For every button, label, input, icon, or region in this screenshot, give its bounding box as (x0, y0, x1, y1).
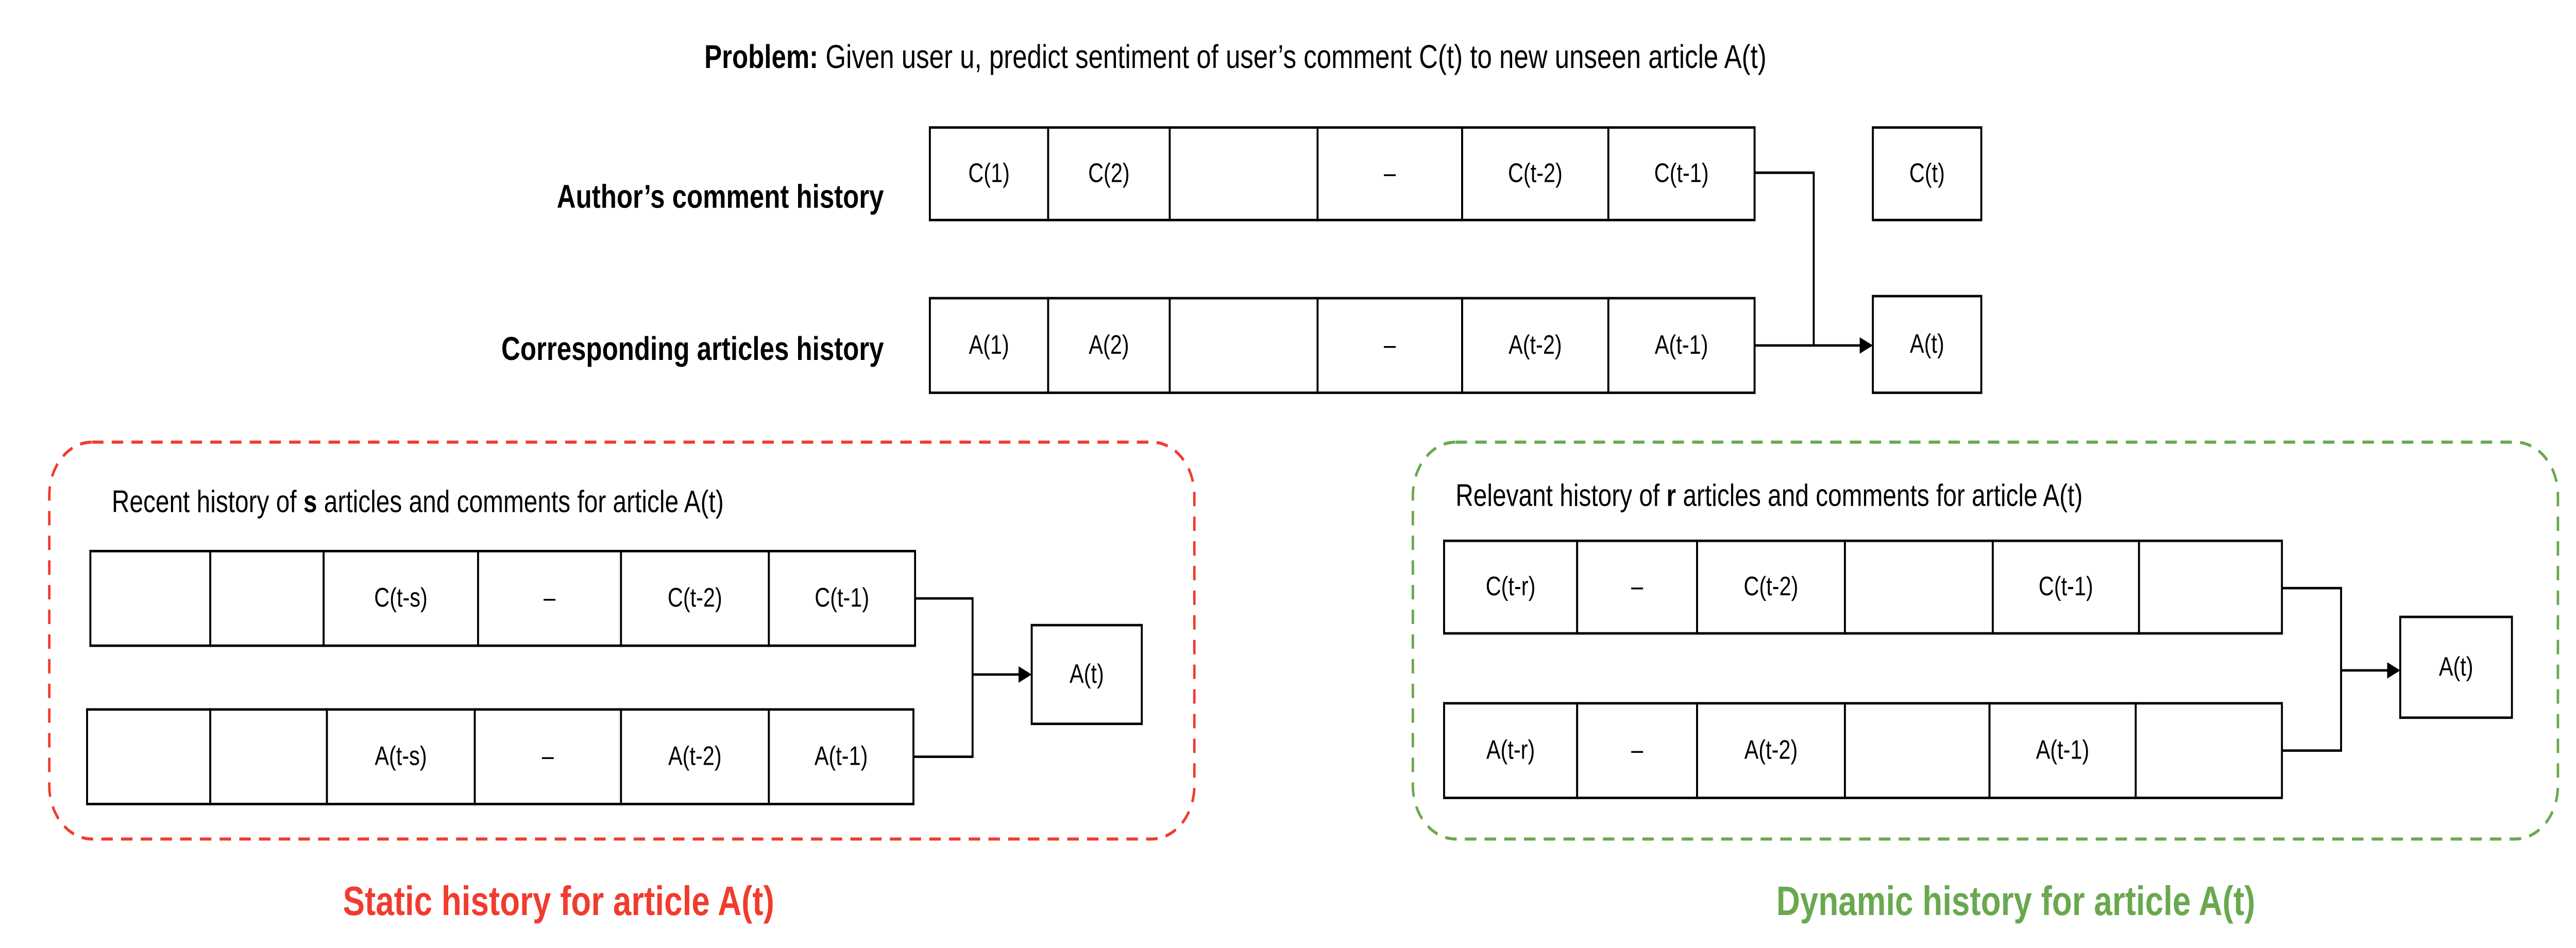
dynamic-article-cell-label: – (1631, 734, 1643, 765)
static-article-cell-label: – (542, 740, 554, 771)
dynamic-comment-cell (1443, 539, 1579, 635)
dynamic-article-cell (1844, 702, 1991, 799)
article-cell (1461, 297, 1609, 394)
dynamic-comment-cell-label: C(t-2) (1744, 571, 1799, 601)
dynamic-article-cell-label: A(t-1) (2036, 734, 2090, 765)
static-heading-var: s (303, 485, 317, 519)
comment-cell (928, 126, 1049, 221)
dynamic-heading-post: articles and comments for article A(t) (1676, 478, 2082, 512)
static-article-cell-label: A(t-s) (375, 740, 427, 771)
static-heading-pre: Recent history of (112, 485, 303, 519)
dynamic-heading-pre: Relevant history of (1455, 478, 1666, 512)
static-target-box-label: A(t) (1070, 658, 1104, 688)
static-comment-cell (89, 549, 212, 647)
comment-cell-label: C(t-1) (1654, 158, 1709, 188)
comment-cell (1607, 126, 1756, 221)
dynamic-comment-cell (2138, 539, 2283, 635)
article-cell (1047, 297, 1171, 394)
static-article-cell (326, 708, 476, 805)
dynamic-comment-cell (1576, 539, 1698, 635)
comment-history-label: Author’s comment history (557, 179, 884, 215)
dynamic-comment-cell-label: – (1631, 571, 1643, 601)
target-comment-box-label: C(t) (1909, 158, 1945, 188)
target-article-box-label: A(t) (1910, 328, 1944, 358)
problem-title: Problem: Given user u, predict sentiment… (704, 39, 1767, 75)
dynamic-history-panel (1411, 440, 2560, 841)
static-caption: Static history for article A(t) (343, 878, 774, 924)
dynamic-heading-var: r (1667, 478, 1676, 512)
static-comment-cell (209, 549, 325, 647)
article-cell (928, 297, 1049, 394)
comment-cell (1047, 126, 1171, 221)
dynamic-article-cell-label: A(t-r) (1486, 734, 1535, 765)
comment-cell-label: C(1) (968, 158, 1010, 188)
static-comment-cell (768, 549, 917, 647)
static-target-box (1030, 624, 1143, 726)
dynamic-comment-cell-label: C(t-1) (2039, 571, 2093, 601)
problem-label: Problem: (704, 39, 818, 75)
comment-cell-label: C(t-2) (1508, 158, 1563, 188)
dynamic-target-box-label: A(t) (2439, 651, 2473, 681)
static-article-cell-label: A(t-1) (815, 740, 868, 771)
article-cell-label: A(2) (1089, 329, 1129, 359)
dynamic-article-cell-label: A(t-2) (1744, 734, 1798, 765)
article-cell-label: A(t-1) (1655, 329, 1708, 359)
history-rows: C(1) C(2) – C(t-2) C(t-1) A(1) A(2) – A(t-2) A(t-… (86, 126, 2513, 805)
article-cell (1607, 297, 1756, 394)
problem-text: Given user u, predict sentiment of user’… (818, 39, 1767, 75)
connector-line (1754, 171, 1815, 346)
static-comment-cell-label: C(t-s) (374, 582, 428, 613)
target-article-box (1872, 295, 1982, 394)
dynamic-comment-cell-label: C(t-r) (1486, 571, 1536, 601)
dynamic-article-cell (1988, 702, 2137, 799)
article-history-label: Corresponding articles history (501, 331, 884, 367)
connector-line (913, 597, 974, 759)
static-comment-cell (477, 549, 622, 647)
comment-cell (1168, 126, 1319, 221)
article-cell-label: A(t-2) (1509, 329, 1562, 359)
comment-cell (1316, 126, 1463, 221)
dynamic-article-cell (1576, 702, 1698, 799)
dynamic-heading: Relevant history of r articles and comme… (1455, 478, 2082, 512)
static-article-cell (620, 708, 770, 805)
static-heading-post: articles and comments for article A(t) (317, 485, 724, 519)
article-cell-label: – (1384, 329, 1396, 359)
comment-cell-label: – (1384, 158, 1396, 188)
dynamic-caption: Dynamic history for article A(t) (1776, 878, 2256, 924)
static-heading: Recent history of s articles and comment… (112, 485, 724, 519)
dynamic-article-cell (1696, 702, 1846, 799)
static-article-cell (768, 708, 914, 805)
static-comment-cell (323, 549, 479, 647)
article-cell (1168, 297, 1319, 394)
comment-cell-label: C(2) (1088, 158, 1130, 188)
article-cell-label: A(1) (969, 329, 1009, 359)
static-comment-cell-label: C(t-1) (815, 582, 869, 613)
static-comment-cell-label: – (544, 582, 556, 613)
static-article-cell-label: A(t-2) (668, 740, 722, 771)
static-article-cell (209, 708, 328, 805)
dynamic-target-box (2399, 615, 2513, 719)
article-cell (1316, 297, 1463, 394)
dynamic-comment-cell (1992, 539, 2140, 635)
static-article-cell (473, 708, 622, 805)
connector-line (2282, 587, 2342, 752)
static-comment-cell-label: C(t-2) (668, 582, 722, 613)
static-history-panel (48, 440, 1196, 841)
dynamic-article-cell (2134, 702, 2283, 799)
dynamic-comment-cell (1844, 539, 1994, 635)
static-article-cell (86, 708, 212, 805)
target-comment-box (1872, 126, 1982, 221)
